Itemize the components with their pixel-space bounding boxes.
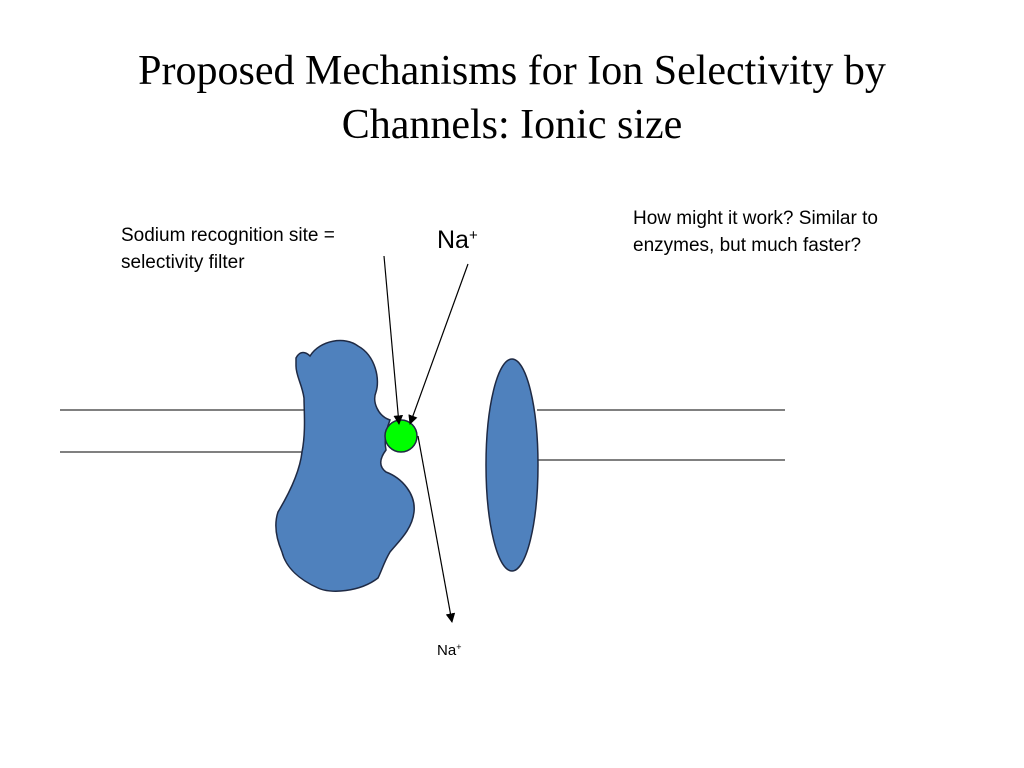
channel-protein-left [275,339,415,592]
ion-entry-arrow [408,263,469,425]
selectivity-filter-label-line-2: selectivity filter [121,252,245,273]
mechanism-question-label: How might it work? Similar to enzymes, b… [633,205,878,259]
filter-label-arrow [383,255,404,425]
selectivity-filter-label-line-1: Sodium recognition site = [121,225,335,246]
ion-symbol: Na [437,642,457,659]
sodium-ion-label-top: Na+ [437,224,478,256]
slide-title-line-1: Proposed Mechanisms for Ion Selectivity … [138,48,886,94]
channel-protein-right [485,358,539,572]
mechanism-question-line-1: How might it work? Similar to [633,208,878,229]
ion-charge: + [456,642,462,653]
selectivity-filter-label: Sodium recognition site = selectivity fi… [121,222,335,276]
ion-charge: + [468,226,478,244]
slide-title-line-2: Channels: Ionic size [341,102,683,148]
slide-title: Proposed Mechanisms for Ion Selectivity … [0,44,1024,152]
ion-symbol: Na [437,226,469,254]
mechanism-question-line-2: enzymes, but much faster? [633,235,862,256]
sodium-ion [384,419,418,453]
ion-exit-arrow [417,435,456,623]
sodium-ion-label-bottom: Na+ [437,641,461,661]
